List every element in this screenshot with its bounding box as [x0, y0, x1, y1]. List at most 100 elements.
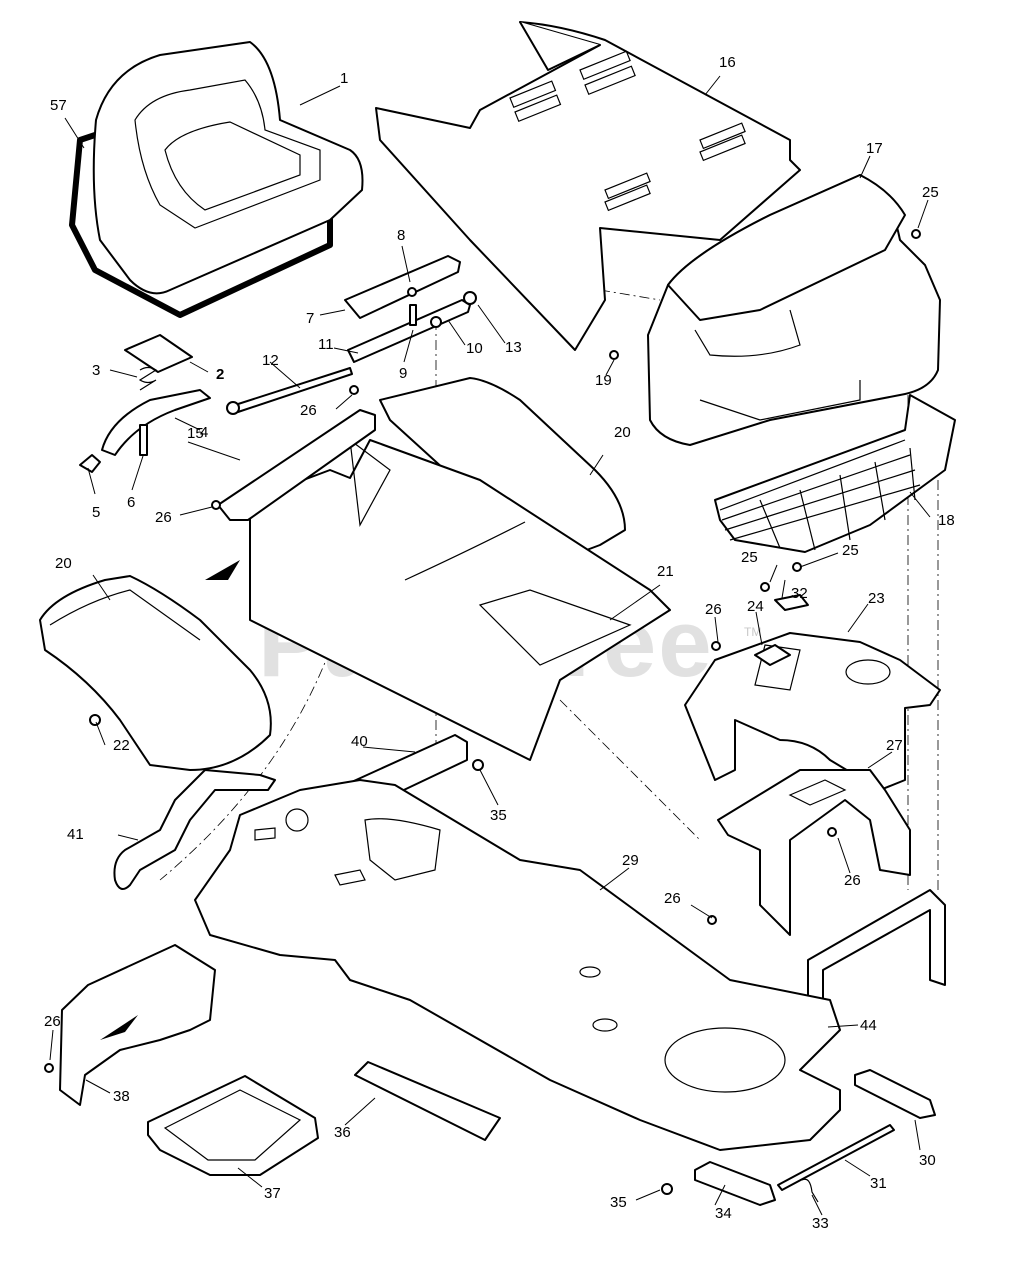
main-frame-part [194, 779, 841, 1151]
callout-26: 26 [44, 1013, 61, 1030]
screw-part [211, 500, 221, 510]
fender-left-part [39, 575, 272, 771]
callout-24: 24 [747, 598, 764, 615]
pad-part [354, 1061, 501, 1141]
bracket-part [854, 1069, 936, 1119]
callout-10: 10 [466, 340, 483, 357]
frame-opening [364, 818, 441, 881]
frame-slot [334, 869, 366, 886]
callout-44: 44 [860, 1017, 877, 1034]
callout-13: 13 [505, 339, 522, 356]
hood-part [519, 21, 601, 71]
callout-20: 20 [55, 555, 72, 572]
screw-part [89, 714, 101, 726]
callout-16: 16 [719, 54, 736, 71]
bracket-part [694, 1161, 776, 1206]
callout-1: 1 [340, 70, 348, 87]
seat-part [92, 41, 364, 295]
frame-bracket [349, 438, 391, 527]
bolt-part [139, 424, 148, 456]
dash-hole [845, 659, 891, 685]
nut-part [463, 291, 477, 305]
tray-inner [163, 1089, 302, 1161]
callout-5: 5 [92, 504, 100, 521]
rod-part [234, 367, 353, 413]
callout-29: 29 [622, 852, 639, 869]
lever-part [347, 299, 471, 363]
screw-part [44, 1063, 54, 1073]
callout-41: 41 [67, 826, 84, 843]
screw-part [792, 562, 802, 572]
callout-17: 17 [866, 140, 883, 157]
screw-part [760, 582, 770, 592]
grille-part [714, 394, 956, 553]
alignment-line [599, 289, 661, 301]
hood-vent [579, 50, 631, 81]
callout-11: 11 [318, 336, 334, 353]
headlight-opening [694, 309, 801, 357]
hood-vent [509, 80, 557, 109]
callout-26: 26 [300, 402, 317, 419]
clip-part [774, 594, 809, 611]
dash-slot [754, 644, 801, 691]
rod-part [777, 1124, 895, 1191]
callout-8: 8 [397, 227, 405, 244]
callout-19: 19 [595, 372, 612, 389]
fender-right-part [379, 377, 626, 561]
callout-23: 23 [868, 590, 885, 607]
callout-21: 21 [657, 563, 674, 580]
body-frame-part [249, 439, 671, 761]
trademark-mark: TM [744, 625, 761, 639]
frame-hole [592, 1018, 618, 1032]
frame-opening [664, 1027, 786, 1093]
screw-part [911, 229, 921, 239]
callout-40: 40 [351, 733, 368, 750]
callout-15: 15 [187, 425, 204, 442]
frame-hole [285, 808, 309, 832]
callout-6: 6 [127, 494, 135, 511]
callout-34: 34 [715, 1205, 732, 1222]
screw-part [711, 641, 721, 651]
callout-9: 9 [399, 365, 407, 382]
callout-25: 25 [922, 184, 939, 201]
bolt-part [409, 304, 417, 326]
callout-18: 18 [938, 512, 955, 529]
clip-part [79, 454, 101, 473]
hood-vent [699, 134, 746, 162]
callout-26: 26 [155, 509, 172, 526]
hood-vent [514, 94, 562, 123]
rod-end [226, 401, 240, 415]
seat-hinge-part [101, 389, 211, 456]
hood-vent [584, 65, 636, 96]
seat-outline [134, 79, 321, 229]
screw-part [827, 827, 837, 837]
housing-panel-line [699, 380, 861, 421]
side-bracket-part [59, 944, 216, 1106]
callout-26: 26 [664, 890, 681, 907]
callout-27: 27 [886, 737, 903, 754]
frame-opening [478, 589, 632, 666]
frame-slot [254, 827, 276, 841]
callout-25: 25 [842, 542, 859, 559]
screw-part [661, 1183, 673, 1195]
bracket-part [217, 409, 376, 521]
plate-part [124, 334, 193, 373]
alignment-line [559, 699, 701, 841]
callout-4: 4 [200, 424, 208, 441]
bracket-slot [788, 779, 847, 806]
callout-30: 30 [919, 1152, 936, 1169]
alignment-line [159, 649, 331, 881]
callout-32: 32 [791, 585, 808, 602]
dash-bracket-part [717, 769, 911, 936]
direction-arrow-icon [100, 1015, 138, 1040]
washer-part [407, 287, 417, 297]
seat-cushion-outline [164, 121, 301, 211]
screw-part [609, 350, 619, 360]
spring-part [138, 366, 158, 391]
callout-35: 35 [610, 1194, 627, 1211]
callout-33: 33 [812, 1215, 829, 1232]
callout-38: 38 [113, 1088, 130, 1105]
bracket-part [344, 255, 461, 319]
frame-slot [404, 521, 526, 581]
